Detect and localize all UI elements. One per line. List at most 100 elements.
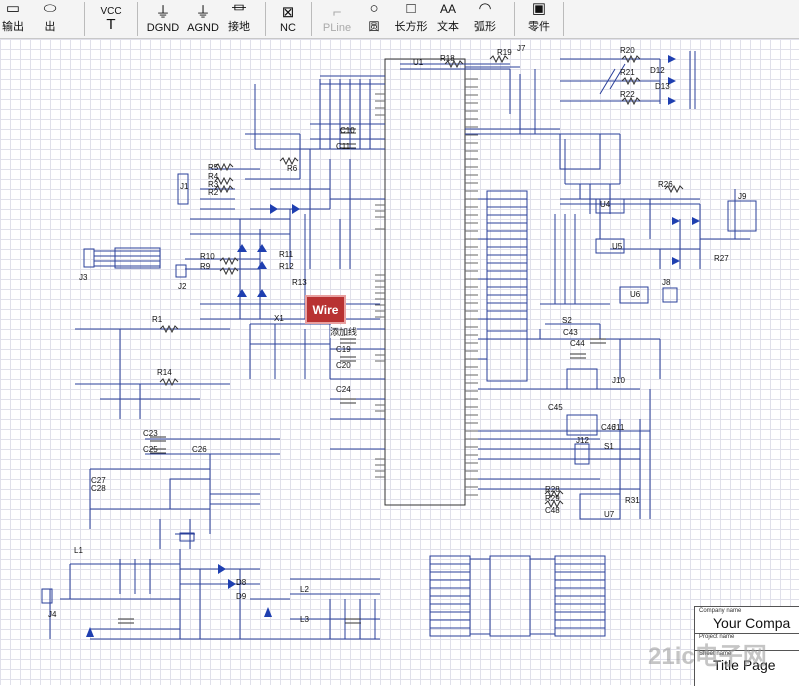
svg-text:R26: R26 bbox=[658, 180, 673, 189]
svg-text:U7: U7 bbox=[604, 510, 615, 519]
parts-icon: ▣ bbox=[531, 0, 547, 17]
toolbar-divider bbox=[137, 2, 138, 36]
svg-text:J1: J1 bbox=[180, 182, 189, 191]
svg-text:J4: J4 bbox=[48, 610, 57, 619]
svg-text:J8: J8 bbox=[662, 278, 671, 287]
u1-body bbox=[384, 58, 466, 506]
ground-tool[interactable]: ⏛ 接地 bbox=[224, 0, 254, 38]
svg-text:L3: L3 bbox=[300, 615, 309, 624]
output-label: 出 bbox=[44, 21, 56, 33]
svg-text:C10: C10 bbox=[340, 126, 355, 135]
svg-text:R20: R20 bbox=[620, 46, 635, 55]
pline-label: PLine bbox=[322, 22, 352, 34]
wire-layer bbox=[41, 51, 757, 640]
text-label: 文本 bbox=[437, 21, 459, 33]
svg-text:C11: C11 bbox=[336, 142, 351, 151]
output-port-tool[interactable]: ▭ 输出 bbox=[0, 0, 26, 38]
arc-tool[interactable]: ◠ 弧形 bbox=[470, 0, 500, 38]
arc-icon: ◠ bbox=[478, 0, 492, 17]
sheet-title: Title Page bbox=[713, 657, 776, 673]
svg-text:D8: D8 bbox=[236, 578, 247, 587]
nc-tool[interactable]: ⊠ NC bbox=[272, 0, 304, 38]
svg-text:J9: J9 bbox=[738, 192, 747, 201]
agnd-icon: ⏚ bbox=[195, 4, 211, 21]
toolbar: ▭ 输出 ⬭ 出 VCC T ⏚ DGND ⏚ AGND ⏛ 接地 ⊠ NC ⌐… bbox=[0, 0, 799, 39]
svg-text:R6: R6 bbox=[287, 164, 298, 173]
svg-text:U5: U5 bbox=[612, 242, 623, 251]
nc-icon: ⊠ bbox=[281, 4, 295, 21]
svg-text:R5: R5 bbox=[208, 163, 219, 172]
svg-text:R3: R3 bbox=[208, 180, 219, 189]
svg-text:C20: C20 bbox=[336, 361, 351, 370]
svg-text:R29: R29 bbox=[545, 494, 560, 503]
svg-text:R1: R1 bbox=[152, 315, 163, 324]
svg-text:U6: U6 bbox=[630, 290, 641, 299]
svg-text:C27: C27 bbox=[91, 476, 106, 485]
toolbar-divider bbox=[563, 2, 564, 36]
circle-label: 圆 bbox=[368, 21, 380, 33]
resistor-symbols bbox=[159, 54, 684, 509]
svg-text:C43: C43 bbox=[563, 328, 578, 337]
svg-text:R28: R28 bbox=[545, 485, 560, 494]
capacitor-symbols bbox=[118, 128, 606, 624]
agnd-tool[interactable]: ⏚ AGND bbox=[184, 0, 222, 38]
svg-text:R31: R31 bbox=[625, 496, 640, 505]
rectangle-label: 长方形 bbox=[394, 21, 428, 33]
svg-text:D12: D12 bbox=[650, 66, 665, 75]
vcc-tool[interactable]: VCC T bbox=[92, 0, 130, 38]
output-tool[interactable]: ⬭ 出 bbox=[32, 0, 68, 38]
svg-text:S2: S2 bbox=[562, 316, 572, 325]
svg-text:D13: D13 bbox=[655, 82, 670, 91]
title-block-divider bbox=[695, 633, 799, 634]
output-icon: ⬭ bbox=[43, 0, 57, 17]
svg-text:X1: X1 bbox=[274, 314, 284, 323]
svg-text:R22: R22 bbox=[620, 90, 635, 99]
tooltip-subtitle: 添加线 bbox=[330, 325, 358, 338]
svg-text:D9: D9 bbox=[236, 592, 247, 601]
text-tool[interactable]: AA 文本 bbox=[434, 0, 462, 38]
svg-text:R4: R4 bbox=[208, 172, 219, 181]
svg-text:C48: C48 bbox=[545, 506, 560, 515]
company-name: Your Compa bbox=[713, 615, 791, 631]
svg-text:J3: J3 bbox=[79, 273, 88, 282]
svg-text:R2: R2 bbox=[208, 188, 219, 197]
svg-text:J2: J2 bbox=[178, 282, 187, 291]
tooltip-label: Wire bbox=[312, 302, 339, 317]
dgnd-tool[interactable]: ⏚ DGND bbox=[144, 0, 182, 38]
toolbar-divider bbox=[311, 2, 312, 36]
dgnd-icon: ⏚ bbox=[155, 4, 171, 21]
parts-label: 零件 bbox=[528, 21, 550, 33]
title-block: Company name Your Compa Project name She… bbox=[694, 606, 799, 686]
output-port-icon: ▭ bbox=[5, 0, 21, 17]
svg-text:J7: J7 bbox=[517, 44, 526, 53]
ground-label: 接地 bbox=[228, 21, 250, 33]
dgnd-label: DGND bbox=[146, 22, 180, 34]
svg-text:C24: C24 bbox=[336, 385, 351, 394]
circle-icon: ○ bbox=[369, 0, 379, 17]
svg-text:R27: R27 bbox=[714, 254, 729, 263]
rectangle-tool[interactable]: □ 长方形 bbox=[394, 0, 428, 38]
svg-text:C19: C19 bbox=[336, 345, 351, 354]
svg-text:R14: R14 bbox=[157, 368, 172, 377]
svg-text:L1: L1 bbox=[74, 546, 83, 555]
parts-tool[interactable]: ▣ 零件 bbox=[522, 0, 556, 38]
svg-text:C26: C26 bbox=[192, 445, 207, 454]
wire-tool-tooltip: Wire bbox=[305, 295, 346, 324]
pline-tool[interactable]: ⌐ PLine bbox=[320, 0, 354, 38]
vcc-icon: T bbox=[106, 16, 116, 33]
svg-text:J11: J11 bbox=[612, 423, 625, 432]
svg-text:C25: C25 bbox=[143, 445, 158, 454]
title-block-divider bbox=[695, 650, 799, 651]
agnd-label: AGND bbox=[187, 22, 219, 34]
circle-tool[interactable]: ○ 圆 bbox=[360, 0, 388, 38]
rectangle-icon: □ bbox=[406, 0, 416, 17]
nc-label: NC bbox=[280, 22, 296, 34]
svg-text:R10: R10 bbox=[200, 252, 215, 261]
svg-text:R21: R21 bbox=[620, 68, 635, 77]
svg-text:R13: R13 bbox=[292, 278, 307, 287]
company-name-label: Company name bbox=[699, 608, 742, 614]
svg-text:C45: C45 bbox=[548, 403, 563, 412]
